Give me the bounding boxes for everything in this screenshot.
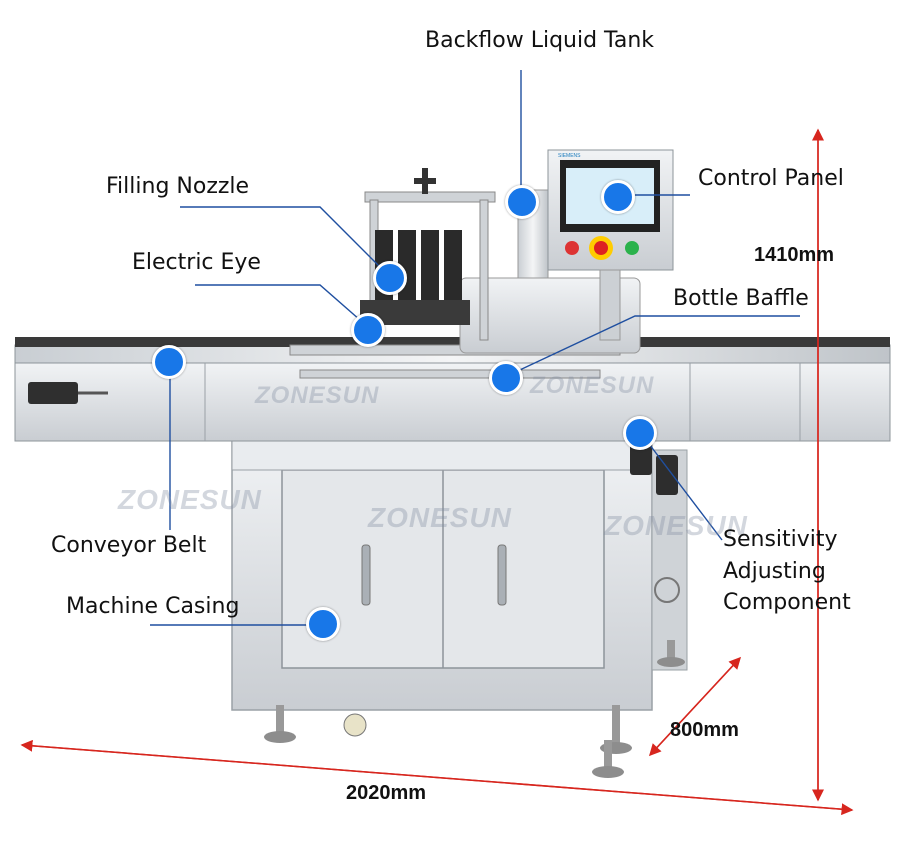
panel-brand-text: SIEMENS bbox=[558, 153, 581, 159]
marker-bottle-baffle bbox=[489, 361, 523, 395]
marker-control-panel bbox=[601, 180, 635, 214]
dimension-lines bbox=[20, 128, 854, 816]
label-conveyor-belt: Conveyor Belt bbox=[51, 533, 207, 558]
label-filling-nozzle: Filling Nozzle bbox=[106, 174, 250, 199]
marker-electric-eye bbox=[351, 313, 385, 347]
label-bottle-baffle: Bottle Baffle bbox=[673, 286, 809, 311]
dimension-depth: 800mm bbox=[670, 719, 739, 741]
dimension-height: 1410mm bbox=[754, 244, 835, 266]
watermark: ZONESUN bbox=[604, 510, 748, 541]
leader-lines bbox=[150, 70, 800, 626]
machine-legs bbox=[264, 640, 685, 778]
dimension-length: 2020mm bbox=[346, 782, 427, 804]
marker-filling-nozzle bbox=[373, 261, 407, 295]
watermark: ZONESUN bbox=[530, 372, 655, 399]
label-control-panel: Control Panel bbox=[698, 166, 844, 191]
marker-conveyor-belt bbox=[152, 345, 186, 379]
watermark: ZONESUN bbox=[255, 382, 380, 409]
label-sensitivity-1: Sensitivity bbox=[723, 527, 838, 552]
label-sensitivity-2: Adjusting bbox=[723, 559, 826, 584]
marker-backflow-tank bbox=[505, 185, 539, 219]
watermark: ZONESUN bbox=[118, 484, 262, 515]
label-backflow-liquid-tank: Backflow Liquid Tank bbox=[425, 28, 655, 53]
label-machine-casing: Machine Casing bbox=[66, 594, 240, 619]
watermark: ZONESUN bbox=[368, 502, 512, 533]
machine-casing bbox=[231, 439, 688, 711]
marker-sensitivity bbox=[623, 416, 657, 450]
marker-machine-casing bbox=[306, 607, 340, 641]
label-electric-eye: Electric Eye bbox=[132, 250, 261, 275]
label-sensitivity-3: Component bbox=[723, 590, 851, 615]
